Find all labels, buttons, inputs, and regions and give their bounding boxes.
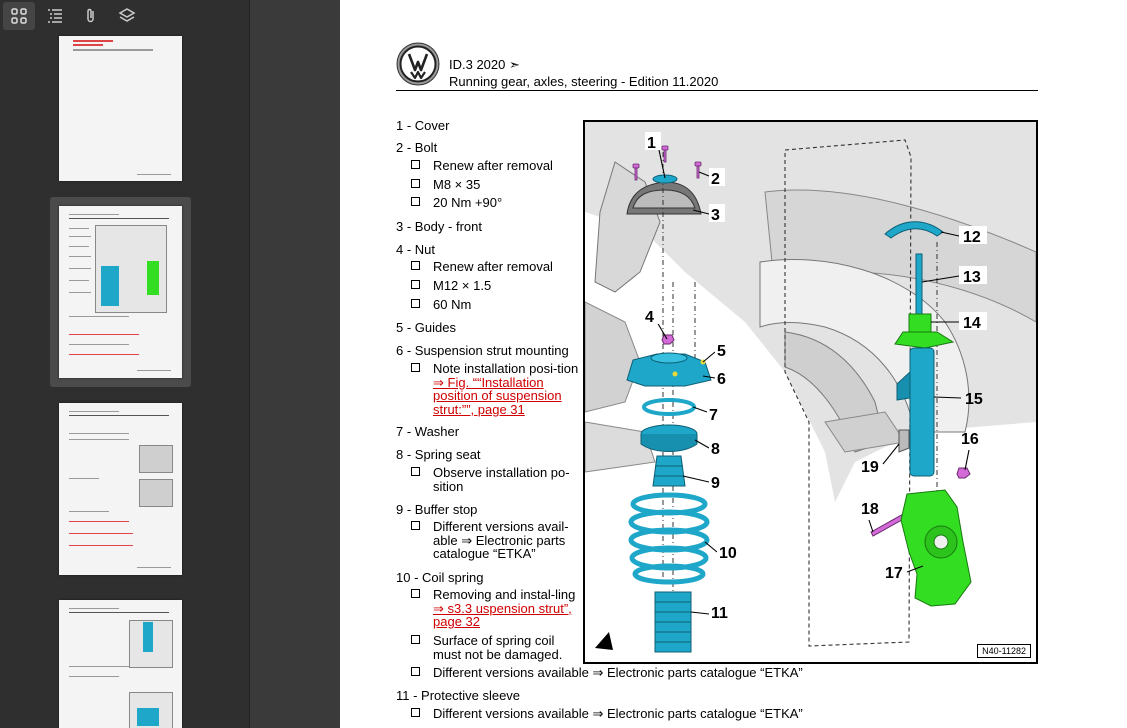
sidebar-toolbar <box>0 0 249 32</box>
attachments-button[interactable] <box>75 2 107 30</box>
document-page: ID.3 2020 ➣ Running gear, axles, steerin… <box>340 0 1127 728</box>
list-item: 11 - Protective sleeve <box>396 688 521 703</box>
list-item: 3 - Body - front <box>396 219 482 234</box>
layers-icon <box>118 8 136 22</box>
outline-view-icon <box>48 9 62 23</box>
page-header: ID.3 2020 ➣ Running gear, axles, steerin… <box>396 40 1038 91</box>
list-item: 9 - Buffer stop <box>396 502 478 517</box>
thumbnail-sidebar <box>0 0 250 728</box>
vw-logo-icon <box>396 42 440 86</box>
callout-14: 14 <box>963 315 981 332</box>
list-item: 10 - Coil spring <box>396 570 484 585</box>
callout-19: 19 <box>861 459 879 476</box>
thumbnails-view-button[interactable] <box>3 2 35 30</box>
callout-11: 11 <box>711 605 728 622</box>
list-item: 7 - Washer <box>396 424 460 439</box>
callout-10: 10 <box>719 545 737 562</box>
page-subtitle: Running gear, axles, steering - Edition … <box>449 74 719 89</box>
page-thumbnail-2[interactable] <box>59 206 182 378</box>
callout-1: 1 <box>647 135 656 152</box>
callout-15: 15 <box>965 391 983 408</box>
attachments-icon <box>87 8 94 23</box>
list-subitem: Note installation posi-tion ⇒ Fig. ““Ins… <box>411 361 581 416</box>
list-item: 4 - Nut <box>396 242 436 257</box>
page-model-title: ID.3 2020 ➣ <box>449 57 520 72</box>
callout-2: 2 <box>711 171 720 188</box>
suspension-diagram: 1 2 3 4 5 6 7 8 9 <box>585 122 1036 653</box>
figure-reference-number: N40-11282 <box>977 644 1031 658</box>
callout-3: 3 <box>711 207 720 224</box>
thumbnails-view-icon <box>11 8 27 24</box>
callout-8: 8 <box>711 441 720 458</box>
callout-13: 13 <box>963 269 981 286</box>
suspension-strut-link[interactable]: ⇒ s3.3 uspension strut”, page 32 <box>433 600 572 629</box>
list-item: 8 - Spring seat <box>396 447 481 462</box>
note-text: Removing and instal-ling <box>433 587 576 602</box>
viewer-gutter <box>250 0 340 728</box>
note-text: Note installation posi-tion <box>433 361 579 376</box>
callout-4: 4 <box>645 309 654 326</box>
installation-position-link[interactable]: ⇒ Fig. ““Installation position of suspen… <box>433 374 562 417</box>
callout-17: 17 <box>885 565 903 582</box>
callout-18: 18 <box>861 501 879 518</box>
callout-16: 16 <box>961 431 979 448</box>
layers-button[interactable] <box>111 2 143 30</box>
outline-view-button[interactable] <box>39 2 71 30</box>
callout-12: 12 <box>963 229 981 246</box>
document-viewer[interactable]: ID.3 2020 ➣ Running gear, axles, steerin… <box>250 0 1127 728</box>
list-item: 2 - Bolt <box>396 140 438 155</box>
list-item: 5 - Guides <box>396 320 456 335</box>
callout-6: 6 <box>717 371 726 388</box>
page-thumbnail-1[interactable] <box>59 36 182 181</box>
callout-5: 5 <box>717 343 726 360</box>
list-item: 1 - Cover <box>396 118 450 133</box>
callout-7: 7 <box>709 407 718 424</box>
page-thumbnail-3[interactable] <box>59 403 182 575</box>
exploded-view-figure: 1 2 3 4 5 6 7 8 9 <box>583 120 1038 664</box>
list-item: 6 - Suspension strut mounting <box>396 343 569 358</box>
callout-9: 9 <box>711 475 720 492</box>
page-thumbnail-4[interactable] <box>59 600 182 728</box>
